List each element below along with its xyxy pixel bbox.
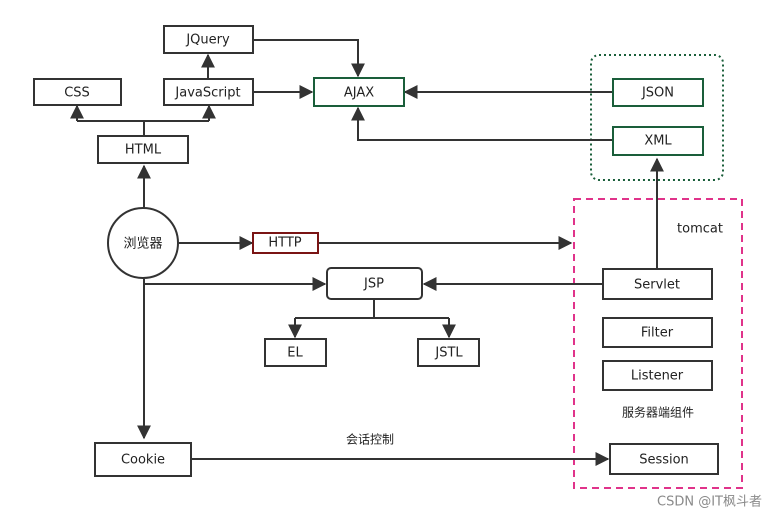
http-node: HTTP (252, 232, 319, 254)
session-node: Session (609, 443, 719, 475)
cookie-label: Cookie (121, 453, 165, 468)
server-components-label: 服务器端组件 (622, 405, 694, 420)
watermark: CSDN @IT枫斗者 (657, 495, 762, 510)
javascript-label: JavaScript (174, 86, 240, 101)
javascript-node: JavaScript (163, 78, 254, 106)
jquery-node: JQuery (163, 25, 254, 54)
json-label: JSON (641, 86, 674, 101)
jstl-label: JSTL (434, 346, 463, 361)
jsp-node: JSP (326, 267, 423, 300)
cookie-node: Cookie (94, 442, 192, 477)
ajax-label: AJAX (344, 86, 374, 101)
css-label: CSS (64, 86, 90, 101)
ajax-node: AJAX (313, 77, 405, 107)
session-control-label: 会话控制 (346, 433, 394, 447)
filter-node: Filter (602, 317, 713, 348)
filter-label: Filter (641, 326, 674, 341)
json-node: JSON (612, 78, 704, 107)
browser-label: 浏览器 (123, 236, 162, 252)
xml-node: XML (612, 126, 704, 156)
http-label: HTTP (268, 236, 301, 251)
css-node: CSS (33, 78, 122, 106)
listener-label: Listener (631, 369, 684, 384)
jquery-label: JQuery (185, 33, 230, 48)
jsp-label: JSP (363, 277, 384, 292)
html-label: HTML (125, 143, 162, 158)
connectors (70, 39, 664, 466)
session-label: Session (639, 453, 689, 468)
html-node: HTML (97, 135, 189, 164)
tomcat-label: tomcat (677, 222, 723, 237)
browser-node: 浏览器 (107, 207, 179, 279)
listener-node: Listener (602, 360, 713, 391)
el-label: EL (287, 346, 303, 361)
servlet-label: Servlet (634, 278, 680, 293)
servlet-node: Servlet (602, 268, 713, 300)
jstl-node: JSTL (417, 338, 480, 367)
el-node: EL (264, 338, 327, 367)
xml-label: XML (644, 134, 672, 149)
